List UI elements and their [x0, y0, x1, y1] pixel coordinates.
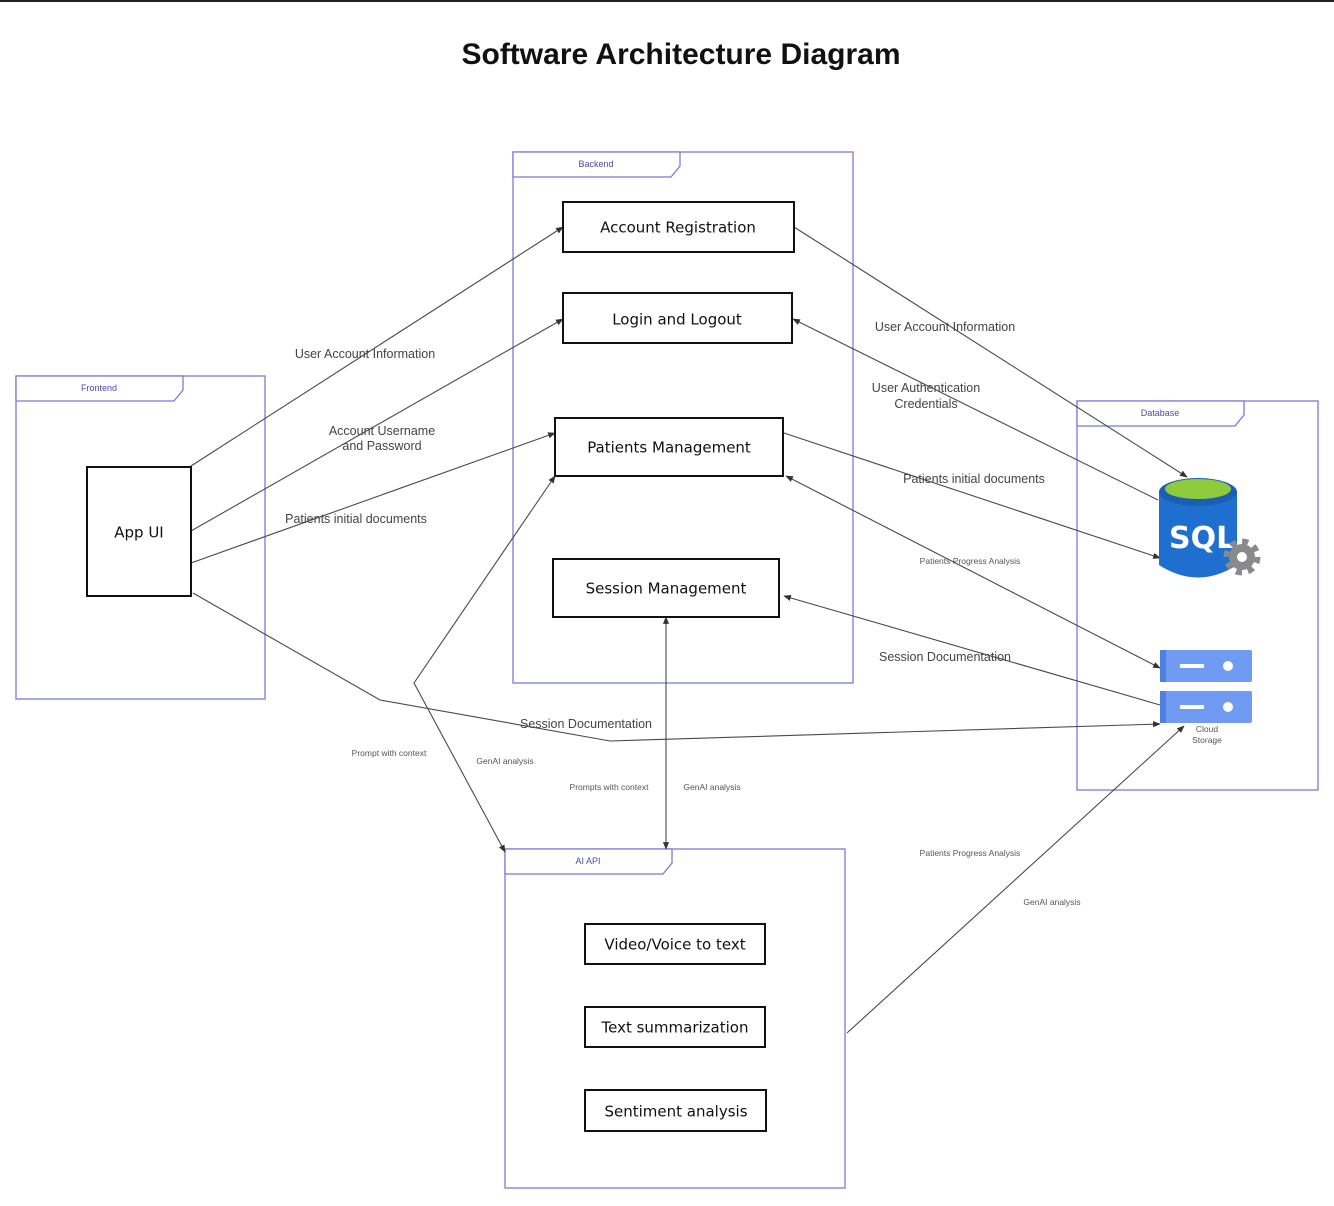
label-user-auth-1: User Authentication [872, 381, 980, 395]
label-patients-progress-upper: Patients Progress Analysis [920, 556, 1021, 566]
label-genai-analysis-mid: GenAI analysis [683, 782, 740, 792]
cloud-storage-icon: Cloud Storage [1160, 650, 1252, 745]
sql-database-icon: SQL [1159, 478, 1261, 578]
label-genai-analysis-left: GenAI analysis [476, 756, 533, 766]
edge-ai-to-cloud [846, 725, 1185, 1034]
database-label: Database [1141, 408, 1180, 418]
label-prompts-with-context: Prompts with context [570, 782, 650, 792]
label-prompt-with-context: Prompt with context [352, 748, 427, 758]
label-patients-docs-right: Patients initial documents [903, 472, 1045, 486]
edge-labels: User Account Information Account Usernam… [285, 320, 1080, 907]
patients-management-box: Patients Management [554, 417, 784, 477]
database-container: Database [1076, 400, 1319, 791]
edge-sql-to-login [792, 318, 1159, 501]
label-user-account-info-left: User Account Information [295, 347, 435, 361]
label-session-doc-right: Session Documentation [879, 650, 1011, 664]
sentiment-analysis-box: Sentiment analysis [584, 1089, 767, 1132]
app-ui-label: App UI [114, 524, 163, 542]
app-ui-box: App UI [86, 466, 192, 597]
label-session-doc-bottom: Session Documentation [520, 717, 652, 731]
edge-cloud-to-session [783, 594, 1161, 706]
login-logout-box: Login and Logout [562, 292, 793, 344]
edge-app-to-registration [190, 226, 564, 467]
account-registration-box: Account Registration [562, 201, 795, 253]
video-voice-box: Video/Voice to text [584, 923, 766, 965]
edge-patients-cloud [785, 475, 1161, 669]
edge-registration-to-sql [793, 226, 1188, 478]
ai-api-container: AI API [504, 848, 846, 1189]
label-user-account-info-right: User Account Information [875, 320, 1015, 334]
cloud-storage-label-line1: Cloud [1196, 724, 1218, 734]
label-account-username-2: and Password [342, 439, 421, 453]
edges [190, 226, 1188, 1034]
login-logout-label: Login and Logout [612, 311, 742, 329]
top-border [0, 0, 1334, 2]
text-summarization-label: Text summarization [601, 1019, 749, 1037]
diagram-title: Software Architecture Diagram [461, 38, 901, 71]
sentiment-analysis-label: Sentiment analysis [604, 1103, 747, 1121]
edge-app-to-login [190, 318, 564, 532]
gear-icon [1223, 538, 1261, 576]
label-patients-progress-lower: Patients Progress Analysis [920, 848, 1021, 858]
frontend-container: Frontend [15, 375, 266, 700]
frontend-label: Frontend [81, 383, 117, 393]
account-registration-label: Account Registration [600, 219, 756, 237]
backend-label: Backend [578, 159, 613, 169]
sql-label: SQL [1169, 521, 1235, 556]
backend-container: Backend [512, 151, 854, 684]
cloud-storage-label-line2: Storage [1192, 735, 1222, 745]
edge-patients-to-sql [783, 432, 1161, 559]
edge-patients-ai [413, 475, 556, 853]
label-genai-analysis-right: GenAI analysis [1023, 897, 1080, 907]
edge-app-to-patients [190, 432, 556, 564]
label-patients-docs-left: Patients initial documents [285, 512, 427, 526]
patients-management-label: Patients Management [587, 439, 751, 457]
session-management-box: Session Management [552, 558, 780, 618]
session-management-label: Session Management [586, 580, 747, 598]
text-summarization-box: Text summarization [584, 1006, 766, 1048]
ai-api-label: AI API [575, 856, 600, 866]
edge-app-to-cloud [192, 592, 1161, 742]
label-user-auth-2: Credentials [894, 397, 957, 411]
video-voice-label: Video/Voice to text [604, 936, 745, 954]
label-account-username-1: Account Username [329, 424, 435, 438]
